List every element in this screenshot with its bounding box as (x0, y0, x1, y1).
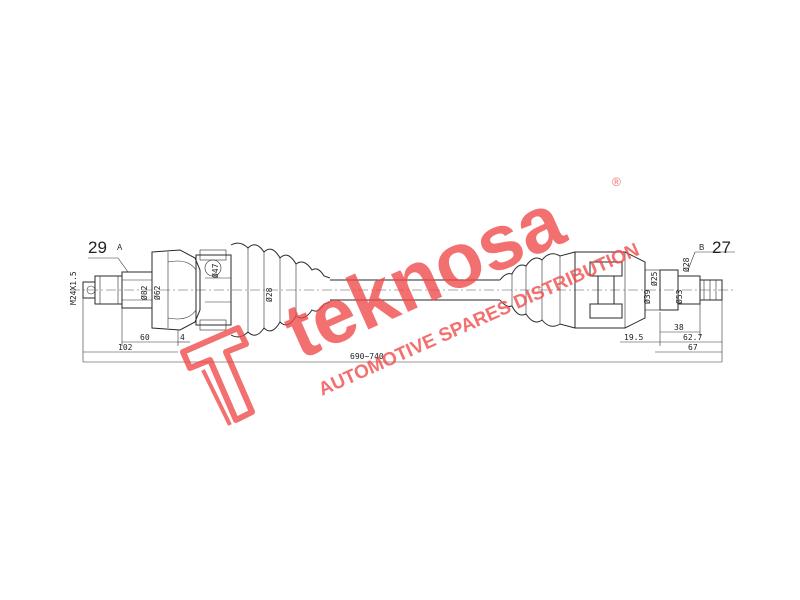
dim-67: 67 (688, 343, 698, 352)
part-number-left: 29 (88, 238, 107, 257)
dim-62-7: 62.7 (683, 333, 702, 342)
dia-outer-inner: Ø62 (152, 285, 162, 300)
dia-inner-a: Ø39 (642, 289, 652, 304)
dim-60: 60 (140, 333, 150, 342)
inner-stub (659, 269, 723, 311)
outer-cv-joint (151, 249, 232, 331)
watermark-registered: ® (612, 175, 621, 189)
dia-outer-seal: Ø82 (139, 285, 149, 300)
shaft (330, 279, 500, 301)
dia-outer-joint: Ø47 (210, 263, 220, 278)
inner-boot (499, 251, 576, 329)
section-label-left: A (117, 243, 123, 252)
part-number-right: 27 (712, 238, 731, 257)
dia-left-boot: Ø28 (264, 287, 274, 302)
section-label-right: B (699, 243, 704, 252)
dia-right-boot: Ø28 (681, 257, 691, 272)
dim-total: 690~740 (350, 352, 384, 361)
outer-stub (82, 271, 153, 309)
outer-boot (230, 242, 331, 338)
dia-inner-b: Ø25 (649, 271, 659, 286)
dim-38: 38 (674, 323, 684, 332)
dim-4: 4 (180, 333, 185, 342)
dia-right-stub: Ø53 (674, 289, 684, 304)
dim-102: 102 (118, 343, 133, 352)
teknosa-logo-icon (180, 325, 255, 426)
thread-label: M24X1.5 (69, 271, 78, 305)
dim-19-5: 19.5 (624, 333, 643, 342)
watermark: teknosa AUTOMOTIVE SPARES DISTRIBUTION ® (180, 175, 643, 426)
inner-cv-joint (574, 251, 660, 329)
